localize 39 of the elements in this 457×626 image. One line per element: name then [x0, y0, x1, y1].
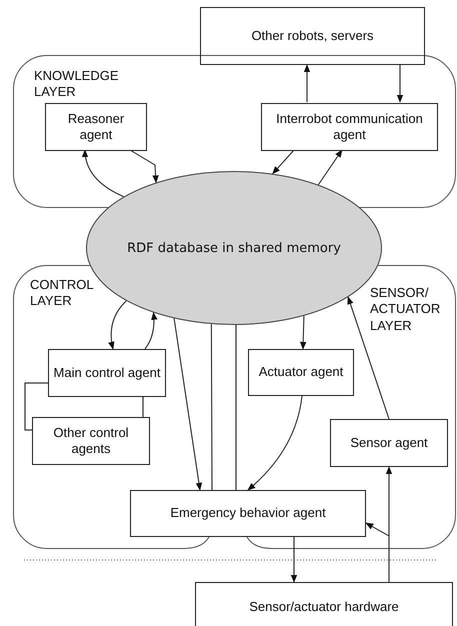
- arrow: [300, 315, 306, 350]
- box-label: Main control agent: [54, 364, 160, 382]
- layer-title: CONTROL LAYER: [30, 277, 94, 310]
- agent-box: [330, 419, 448, 467]
- arrow: [304, 64, 310, 102]
- arrow: [365, 522, 390, 582]
- box-label: Actuator agent: [258, 364, 344, 381]
- agent-box: [200, 7, 425, 65]
- arrow: [347, 296, 390, 420]
- box-label: RDF database in shared memory: [127, 240, 341, 256]
- box-label: Emergency behavior agent: [170, 505, 326, 522]
- connector-line: [142, 396, 144, 418]
- box-label: Other control agents: [52, 424, 130, 458]
- layer-title: SENSOR/ ACTUATOR LAYER: [370, 285, 442, 334]
- agent-box: [32, 417, 150, 465]
- arrow: [130, 150, 159, 184]
- arrow: [290, 536, 298, 583]
- box-label: Interrobot communication agent: [275, 110, 424, 144]
- box-label: Reasoner agent: [66, 110, 126, 144]
- connector-line: [210, 324, 212, 490]
- connector-line: [24, 382, 48, 430]
- arrow: [108, 300, 127, 350]
- box-label: Sensor agent: [350, 434, 428, 452]
- arrow: [318, 149, 342, 186]
- arrow: [396, 64, 404, 103]
- agent-box: [48, 349, 166, 397]
- box-label: Sensor/actuator hardware: [249, 598, 399, 616]
- arrow: [144, 312, 158, 350]
- agent-box: [130, 490, 366, 537]
- agent-box: [248, 349, 354, 396]
- arrow: [272, 150, 294, 174]
- layer-title: KNOWLEDGE LAYER: [34, 68, 120, 100]
- arrow: [82, 149, 124, 198]
- box-label: Other robots, servers: [251, 28, 374, 44]
- arrow: [247, 396, 302, 491]
- agent-box: [195, 582, 453, 626]
- agent-box: [261, 103, 438, 151]
- arrow: [174, 318, 202, 491]
- agent-box: [45, 103, 147, 151]
